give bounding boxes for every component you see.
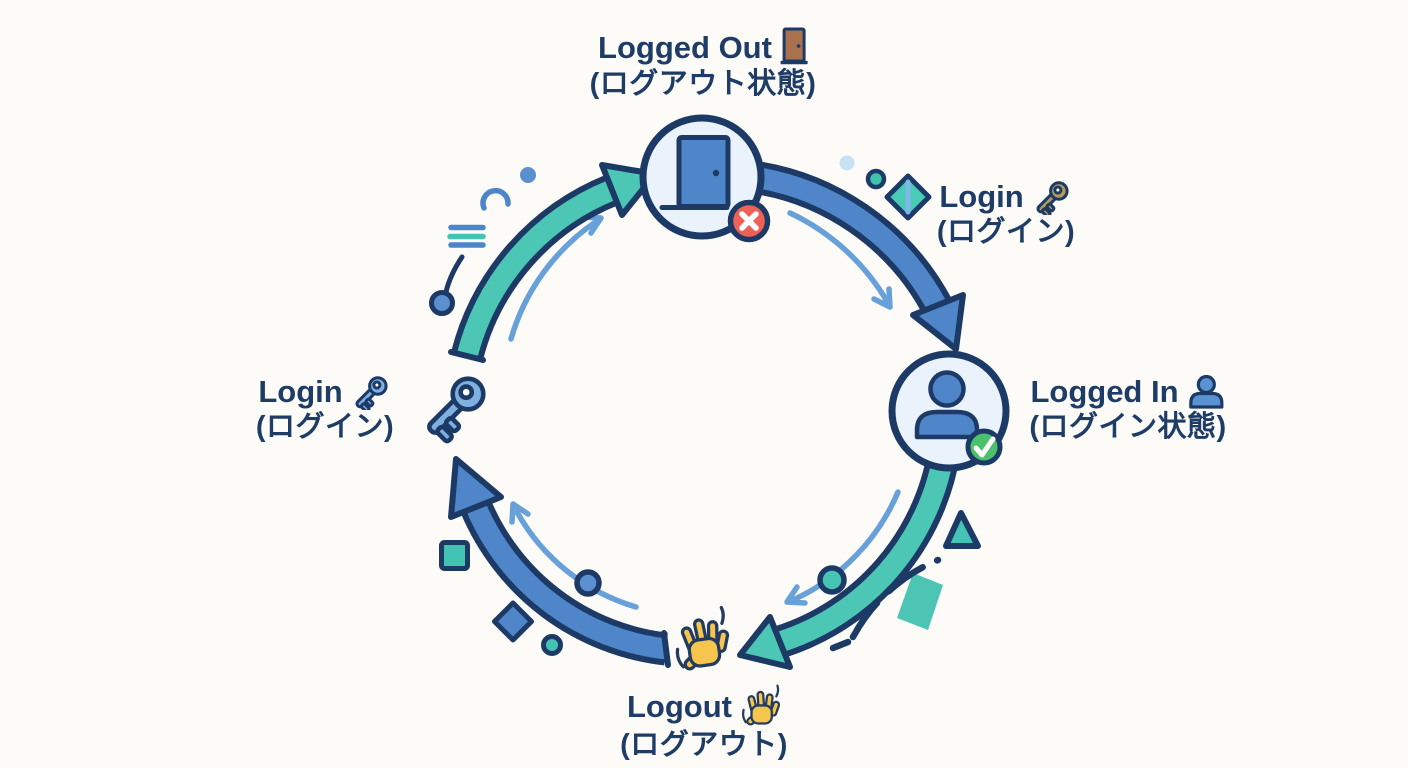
logged-in-title: Logged In xyxy=(1030,374,1179,409)
arrow-logout-to-login-left xyxy=(448,456,671,668)
deco-diamond-blue xyxy=(492,600,534,643)
waving-hand-icon xyxy=(741,684,781,727)
deco-dot-teal-small xyxy=(541,634,563,656)
label-logged-out: Logged Out (ログアウト状態) xyxy=(590,27,817,102)
deco-parallelogram-teal xyxy=(897,573,943,630)
label-logout-title-row: Logout xyxy=(620,684,788,728)
thin-arrow-logout-inner xyxy=(784,489,901,606)
bead-teal-on-arrow xyxy=(817,565,847,595)
label-login-right: Login (ログイン) xyxy=(937,178,1075,250)
key-icon xyxy=(1032,178,1073,215)
label-logged-in: Logged In (ログイン状態) xyxy=(1029,373,1226,445)
deco-diamond-teal xyxy=(884,173,932,221)
login-right-subtitle: (ログイン) xyxy=(936,216,1076,248)
door-icon xyxy=(780,27,808,65)
node-logged-in xyxy=(888,350,1010,472)
waving-hand-icon-large xyxy=(670,605,735,674)
person-node-icon xyxy=(914,370,980,440)
arrow-login-left-to-logged-out xyxy=(448,162,658,363)
green-check-badge xyxy=(965,428,1003,466)
label-logged-out-title-row: Logged Out xyxy=(590,27,817,67)
person-icon xyxy=(1189,374,1224,409)
deco-triangle-teal xyxy=(943,510,981,549)
logged-out-subtitle: (ログアウト状態) xyxy=(589,68,817,100)
bead-blue-on-arrow xyxy=(574,569,602,597)
deco-dash xyxy=(829,638,852,652)
key-icon-large xyxy=(420,372,492,444)
label-login-right-title-row: Login xyxy=(937,178,1075,215)
logout-title: Logout xyxy=(626,688,733,724)
login-left-title: Login xyxy=(258,374,343,409)
logout-subtitle: (ログアウト) xyxy=(620,729,788,761)
logged-out-title: Logged Out xyxy=(598,29,772,65)
login-left-subtitle: (ログイン) xyxy=(255,411,395,443)
key-icon xyxy=(351,373,392,410)
arrow-logged-out-to-logged-in xyxy=(742,159,966,352)
logged-in-subtitle: (ログイン状態) xyxy=(1029,411,1227,443)
label-logout: Logout (ログアウト) xyxy=(620,684,788,763)
login-right-title: Login xyxy=(939,179,1024,214)
thin-arrow-loggedin-inner xyxy=(787,210,893,310)
door-node-icon xyxy=(659,135,731,210)
deco-square-teal xyxy=(439,540,470,571)
label-logged-in-title-row: Logged In xyxy=(1029,373,1226,410)
deco-dot-lightblue xyxy=(839,155,855,171)
thin-arrow-login-left-inner xyxy=(509,501,639,610)
deco-dot-teal-ringed xyxy=(865,168,887,190)
deco-arc xyxy=(480,187,511,211)
deco-menu-lines xyxy=(447,224,486,248)
deco-dot-blue xyxy=(520,167,536,183)
deco-pin xyxy=(429,254,465,316)
label-login-left: Login (ログイン) xyxy=(256,373,394,445)
node-logged-out xyxy=(639,114,771,243)
arrow-logged-in-to-logout xyxy=(737,449,961,670)
label-login-left-title-row: Login xyxy=(256,373,394,410)
red-x-badge xyxy=(727,199,771,243)
